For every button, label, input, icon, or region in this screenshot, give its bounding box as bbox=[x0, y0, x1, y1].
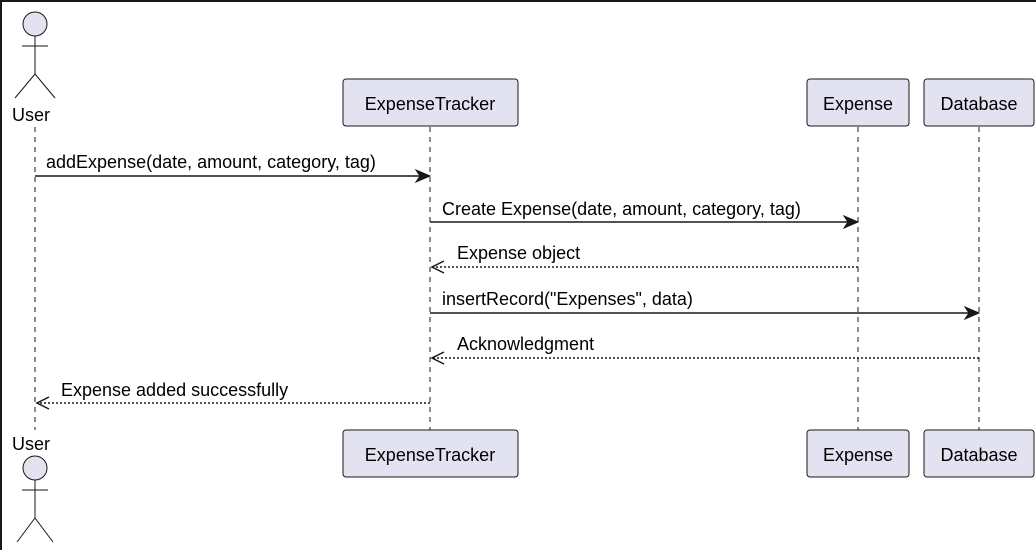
message-acknowledgment-label: Acknowledgment bbox=[457, 334, 594, 354]
message-create-expense-label: Create Expense(date, amount, category, t… bbox=[442, 199, 801, 219]
actor-head-icon bbox=[22, 455, 48, 481]
actor-user-top-label: User bbox=[12, 105, 50, 125]
participant-expense-tracker-bottom-box bbox=[342, 429, 519, 478]
message-expense-added: Expense added successfully bbox=[35, 380, 430, 410]
message-add-expense-label: addExpense(date, amount, category, tag) bbox=[46, 152, 376, 172]
arrowhead-icon bbox=[842, 214, 860, 230]
participant-expense-tracker-bottom-label: ExpenseTracker bbox=[365, 445, 495, 465]
participant-expense-tracker-top: ExpenseTracker bbox=[342, 78, 519, 127]
arrowhead-icon bbox=[963, 305, 981, 321]
actor-right-leg-icon bbox=[34, 517, 54, 543]
participant-expense-bottom: Expense bbox=[806, 429, 910, 478]
message-add-expense: addExpense(date, amount, category, tag) bbox=[35, 152, 432, 184]
message-insert-record: insertRecord("Expenses", data) bbox=[430, 289, 981, 321]
actor-right-leg-icon bbox=[34, 73, 56, 99]
participant-database-bottom: Database bbox=[923, 429, 1035, 478]
actor-user-top: User bbox=[12, 11, 56, 125]
participant-expense-top: Expense bbox=[806, 78, 910, 127]
message-acknowledgment: Acknowledgment bbox=[430, 334, 979, 365]
participant-expense-tracker-top-box bbox=[342, 78, 519, 127]
actor-user-bottom-label: User bbox=[12, 434, 50, 454]
actor-left-leg-icon bbox=[16, 517, 36, 543]
participant-expense-tracker-bottom: ExpenseTracker bbox=[342, 429, 519, 478]
participant-expense-top-label: Expense bbox=[823, 94, 893, 114]
participant-expense-bottom-box bbox=[806, 429, 910, 478]
actor-head-icon bbox=[22, 11, 48, 37]
participant-database-bottom-label: Database bbox=[940, 445, 1017, 465]
actor-user-bottom: User bbox=[12, 434, 54, 543]
arrowhead-icon bbox=[430, 260, 445, 274]
participant-database-top-label: Database bbox=[940, 94, 1017, 114]
message-insert-record-label: insertRecord("Expenses", data) bbox=[442, 289, 693, 309]
message-expense-object: Expense object bbox=[430, 243, 858, 274]
participant-expense-tracker-top-label: ExpenseTracker bbox=[365, 94, 495, 114]
arrowhead-icon bbox=[414, 168, 432, 184]
participant-database-bottom-box bbox=[923, 429, 1035, 478]
participant-database-top-box bbox=[923, 78, 1035, 127]
actor-left-leg-icon bbox=[14, 73, 36, 99]
participant-database-top: Database bbox=[923, 78, 1035, 127]
arrowhead-icon bbox=[35, 396, 50, 410]
message-expense-object-label: Expense object bbox=[457, 243, 580, 263]
participant-expense-bottom-label: Expense bbox=[823, 445, 893, 465]
message-expense-added-label: Expense added successfully bbox=[61, 380, 288, 400]
message-create-expense: Create Expense(date, amount, category, t… bbox=[430, 199, 860, 230]
participant-expense-top-box bbox=[806, 78, 910, 127]
arrowhead-icon bbox=[430, 351, 445, 365]
